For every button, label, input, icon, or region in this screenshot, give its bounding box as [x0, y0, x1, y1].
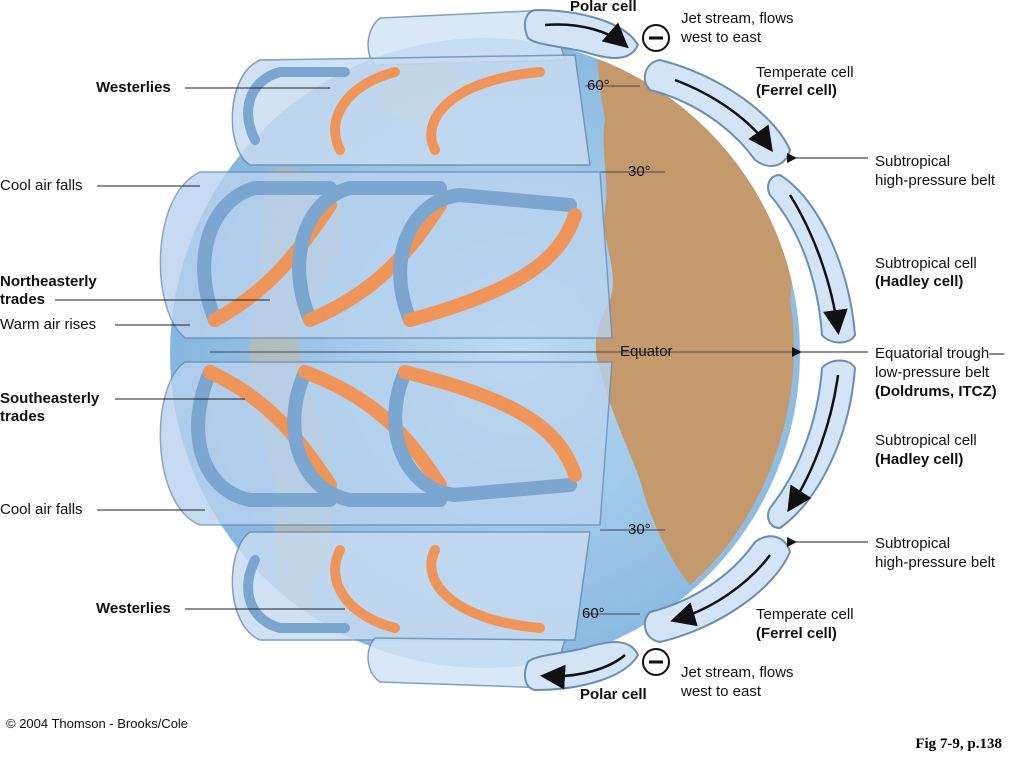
label-temperate-top-1: Temperate cell: [756, 64, 854, 81]
hadley-north-loop-2: [292, 181, 447, 327]
ferrel-south-flow: [670, 554, 772, 627]
ferrel-south-loop-2: [330, 545, 400, 633]
label-lat-60n: 60°: [587, 77, 610, 94]
ferrel-north-loop-2: [330, 67, 400, 155]
ferrel-south-loop-3: [426, 545, 545, 633]
label-temperate-bottom-1: Temperate cell: [756, 606, 854, 623]
label-hadley-top-2: (Hadley cell): [875, 273, 964, 290]
band-polar-south: [367, 637, 567, 689]
ferrel-north-flow: [674, 78, 773, 153]
label-subtrop-high-bottom-1: Subtropical: [875, 535, 951, 552]
label-hadley-top-1: Subtropical cell: [875, 255, 977, 272]
hadley-south-return-1: [203, 365, 337, 492]
label-westerlies-top: Westerlies: [96, 79, 171, 96]
label-polar-cell-bottom: Polar cell: [580, 686, 647, 703]
latitude-lines: [210, 85, 800, 615]
hadley-north-loop-3: [393, 187, 577, 327]
polar-south-flow: [540, 654, 626, 690]
ferrel-south-loop-1: [243, 555, 350, 633]
hadley-north-return-2: [303, 198, 447, 327]
label-cool-air-bottom: Cool air falls: [0, 501, 83, 518]
hadley-south-flow: [787, 374, 840, 513]
label-polar-cell-top: Polar cell: [570, 0, 637, 15]
label-trough-1: Equatorial trough—: [875, 345, 1005, 362]
label-se-trades-2: trades: [0, 408, 46, 425]
label-subtrop-high-top-1: Subtropical: [875, 153, 951, 170]
ferrel-north-loop-1: [243, 67, 350, 145]
leader-lines: [55, 87, 868, 610]
label-subtrop-high-top-2: high-pressure belt: [875, 172, 996, 189]
label-hadley-bottom-1: Subtropical cell: [875, 432, 977, 449]
hadley-north-flow: [788, 194, 848, 335]
label-hadley-bottom-2: (Hadley cell): [875, 451, 964, 468]
label-lat-30n: 30°: [628, 163, 651, 180]
right-cell-circulation: [540, 22, 848, 690]
label-lat-30s: 30°: [628, 521, 651, 538]
copyright-credit: © 2004 Thomson - Brooks/Cole: [6, 716, 189, 731]
land-africa-europe: [595, 40, 794, 585]
label-cool-air-top: Cool air falls: [0, 177, 83, 194]
label-trough-2: low-pressure belt: [875, 364, 990, 381]
jet-stream-symbols: [642, 24, 670, 676]
label-equator: Equator: [620, 343, 673, 360]
label-lat-60s: 60°: [582, 605, 605, 622]
label-ne-trades-1: Northeasterly: [0, 273, 97, 290]
hadley-south-loops: [191, 365, 582, 507]
band-ferrel-south: [231, 531, 591, 641]
label-se-trades-1: Southeasterly: [0, 390, 100, 407]
ferrel-loops: [243, 67, 545, 633]
label-temperate-bottom-2: (Ferrel cell): [756, 625, 837, 642]
label-warm-air: Warm air rises: [0, 316, 97, 333]
label-jet-top-2: west to east: [681, 29, 762, 46]
label-westerlies-bottom: Westerlies: [96, 600, 171, 617]
label-temperate-top-2: (Ferrel cell): [756, 82, 837, 99]
hadley-south-return-3: [398, 365, 582, 482]
ferrel-north-loop-3: [426, 67, 545, 155]
label-subtrop-high-bottom-2: high-pressure belt: [875, 554, 996, 571]
polar-north-flow: [544, 22, 629, 49]
label-jet-bottom-2: west to east: [681, 683, 762, 700]
label-jet-top-1: Jet stream, flows: [681, 10, 794, 27]
label-ne-trades-2: trades: [0, 291, 46, 308]
hadley-north-return-1: [208, 198, 337, 327]
hadley-south-loop-3: [388, 365, 577, 503]
hadley-north-loops: [197, 181, 582, 327]
figure-reference: Fig 7-9, p.138: [915, 736, 1002, 752]
label-jet-bottom-1: Jet stream, flows: [681, 664, 794, 681]
hadley-south-loop-1: [191, 365, 337, 507]
hadley-north-loop-1: [197, 181, 337, 327]
hadley-south-loop-2: [287, 365, 447, 507]
label-trough-3: (Doldrums, ITCZ): [875, 383, 997, 400]
hadley-north-return-3: [403, 208, 582, 327]
